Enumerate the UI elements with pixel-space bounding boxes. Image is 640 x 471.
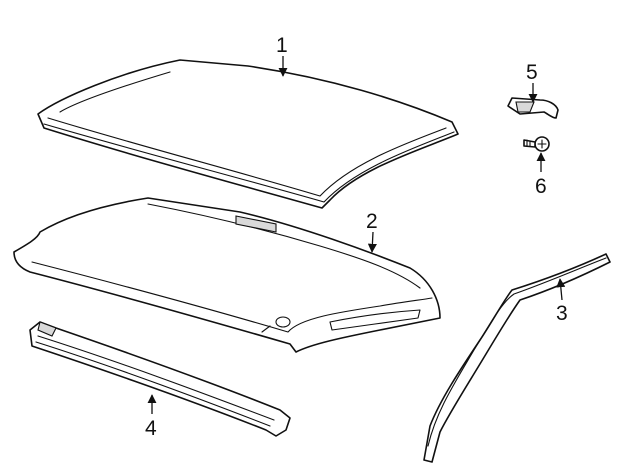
callout-1: 1 <box>276 34 288 57</box>
callout-5: 5 <box>526 61 538 84</box>
callout-3: 3 <box>556 302 568 325</box>
screw <box>523 136 550 152</box>
headliner <box>13 197 441 353</box>
side-rail <box>29 321 291 437</box>
roof-panel <box>37 59 459 209</box>
leader-2 <box>367 231 377 253</box>
callout-2: 2 <box>366 210 378 233</box>
callout-6: 6 <box>535 175 547 198</box>
weatherstrip <box>423 253 611 463</box>
clip <box>507 97 559 119</box>
callout-4: 4 <box>145 417 157 440</box>
leader-3 <box>556 278 566 301</box>
